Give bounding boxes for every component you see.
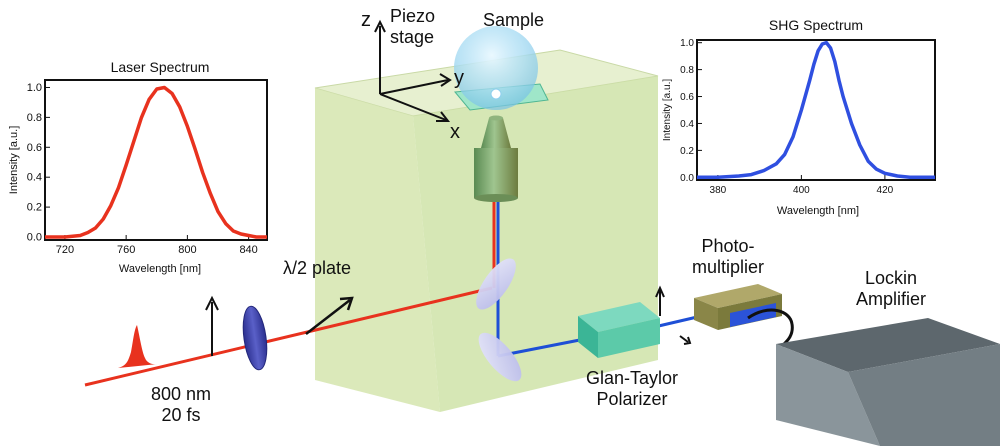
shg-beam-to-polarizer — [497, 336, 591, 358]
polarizer-label: Glan-Taylor Polarizer — [572, 368, 692, 410]
glan-taylor-polarizer — [578, 302, 660, 358]
laser-y-tick-label: 0.0 — [27, 232, 42, 244]
shg-y-tick-label: 0.0 — [680, 173, 694, 184]
lockin-label-line2: Amplifier — [855, 289, 926, 309]
laser-y-axis-label: Intensity [a.u.] — [8, 126, 20, 194]
box-front-face — [315, 88, 440, 412]
signal-cable — [747, 308, 794, 348]
laser-beam-horizontal — [84, 286, 493, 387]
shg-chart-title: SHG Spectrum — [769, 17, 863, 33]
input-polarization-arrow — [205, 295, 219, 356]
pulse-label: 800 nm 20 fs — [136, 384, 226, 426]
photomultiplier-label: Photo- multiplier — [673, 236, 783, 278]
dichroic-mirror — [476, 258, 516, 310]
laser-y-tick-label: 0.4 — [27, 172, 42, 184]
laser-y-tick-label: 0.6 — [27, 142, 42, 154]
axis-x-label: x — [450, 121, 460, 143]
shg-x-tick-label: 400 — [793, 185, 810, 196]
laser-tick-group: 720 760 800 840 0.0 0.2 0.4 0.6 0.8 1.0 — [27, 82, 258, 256]
laser-curve-group — [45, 85, 267, 239]
shg-spectrum-chart: 380 400 420 0.0 0.2 0.4 0.6 0.8 1.0 SHG Spectrum… — [662, 17, 936, 217]
shg-x-tick-label: 380 — [710, 185, 727, 196]
piezo-stage-line2: stage — [390, 27, 435, 47]
folding-mirror — [478, 332, 522, 382]
sample-label: Sample — [483, 10, 545, 30]
shg-y-tick-label: 0.6 — [680, 92, 694, 103]
shg-y-axis-label: Intensity [a.u.] — [662, 79, 673, 141]
analyzer-arrows — [655, 285, 692, 345]
laser-x-tick-label: 800 — [178, 244, 196, 256]
rotated-polarization-arrow — [305, 296, 354, 335]
axis-y-label: y — [454, 67, 464, 89]
polarizer-label-line2: Polarizer — [596, 389, 668, 409]
piezo-stage-label: Piezo stage — [390, 6, 435, 48]
piezo-stage-line1: Piezo — [390, 6, 436, 26]
lockin-label: Lockin Amplifier — [836, 268, 946, 310]
axis-z-label: z — [361, 9, 371, 31]
lockin-label-line1: Lockin — [864, 268, 918, 288]
polarizer-label-line1: Glan-Taylor — [585, 368, 679, 388]
lockin-amplifier-box — [776, 318, 1000, 446]
shg-y-tick-label: 0.4 — [680, 119, 694, 130]
laser-spectrum-chart: 720 760 800 840 0.0 0.2 0.4 0.6 0.8 1.0 Laser Spe… — [8, 59, 268, 275]
laser-x-tick-label: 760 — [117, 244, 135, 256]
shg-y-tick-label: 0.2 — [680, 146, 694, 157]
laser-pulse-icon — [118, 325, 158, 368]
pulse-duration-label: 20 fs — [161, 405, 201, 425]
objective-lens — [474, 115, 518, 202]
photomultiplier-label-line1: Photo- — [701, 236, 755, 256]
shg-series-line — [697, 40, 935, 180]
sample-dome — [454, 26, 538, 110]
shg-x-tick-label: 420 — [877, 185, 894, 196]
laser-x-tick-label: 720 — [56, 244, 74, 256]
laser-x-tick-label: 840 — [239, 244, 257, 256]
photomultiplier-box — [694, 284, 782, 330]
laser-y-tick-label: 1.0 — [27, 82, 42, 94]
piezo-axes — [374, 19, 452, 122]
shg-x-axis-label: Wavelength [nm] — [777, 205, 859, 217]
laser-plot-frame — [44, 79, 268, 241]
photomultiplier-label-line2: multiplier — [691, 257, 765, 277]
laser-y-tick-label: 0.8 — [27, 112, 42, 124]
laser-series-line — [45, 85, 267, 239]
shg-y-tick-label: 0.8 — [680, 65, 694, 76]
laser-x-axis-label: Wavelength [nm] — [119, 263, 201, 275]
half-wave-plate-label: λ/2 plate — [283, 258, 352, 278]
focus-spot — [490, 88, 502, 100]
pulse-wavelength-label: 800 nm — [150, 384, 212, 404]
half-wave-plate — [242, 305, 268, 371]
shg-curve-group — [697, 40, 935, 180]
laser-y-tick-label: 0.2 — [27, 202, 42, 214]
shg-y-tick-label: 1.0 — [680, 38, 694, 49]
laser-chart-title: Laser Spectrum — [111, 59, 210, 75]
